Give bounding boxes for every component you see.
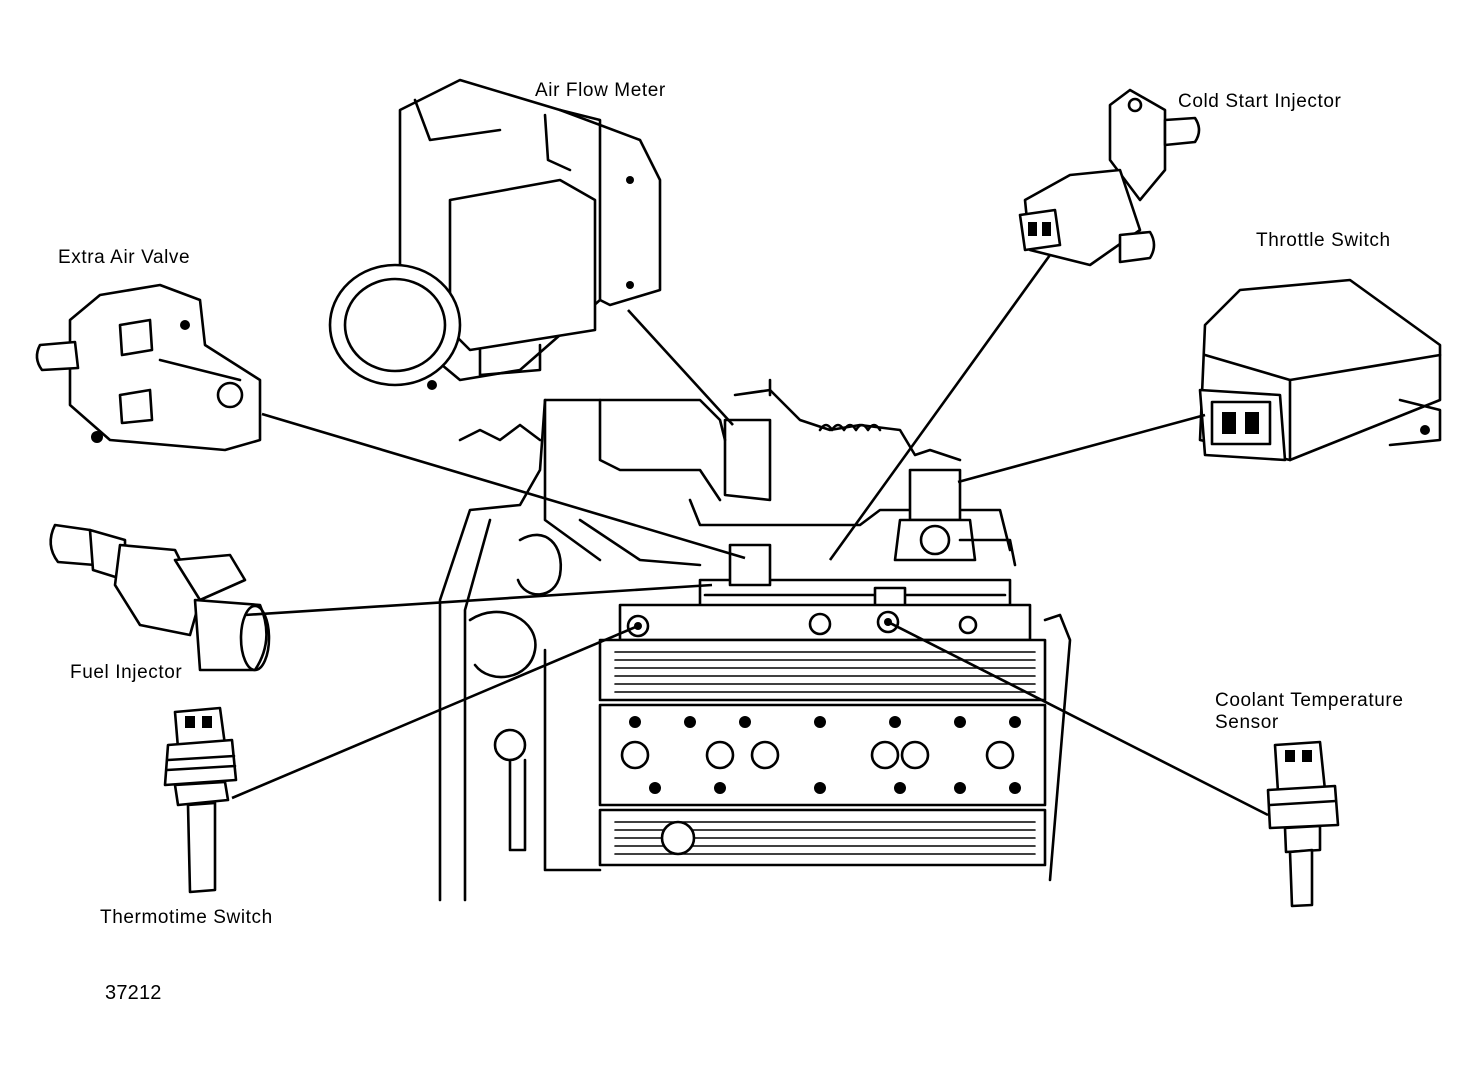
air-flow-meter-drawing <box>328 78 662 390</box>
leader-throttle-switch <box>957 413 1206 484</box>
label-fuel-injector: Fuel Injector <box>70 662 183 683</box>
coolant-temperature-sensor-drawing <box>1266 740 1340 908</box>
leader-fuel-injector <box>244 583 713 617</box>
label-thermotime-switch: Thermotime Switch <box>100 907 273 928</box>
leader-extra-air-valve <box>261 412 746 560</box>
leader-air-flow-meter <box>627 309 734 426</box>
label-extra-air-valve: Extra Air Valve <box>58 247 191 268</box>
leader-coolant-temperature-sensor <box>887 620 1269 817</box>
leader-thermotime-switch <box>231 624 639 800</box>
label-throttle-switch: Throttle Switch <box>1256 230 1391 251</box>
engine-block-drawing <box>438 378 1072 902</box>
figure-number: 37212 <box>105 982 162 1004</box>
head-bolts <box>620 716 1021 794</box>
cold-start-injector-drawing <box>1018 88 1201 267</box>
extra-air-valve-drawing <box>35 283 262 452</box>
thermotime-switch-drawing <box>163 706 238 894</box>
label-coolant-temperature-sensor-line2: Sensor <box>1215 712 1279 733</box>
leader-lines <box>231 254 1269 817</box>
label-cold-start-injector: Cold Start Injector <box>1178 91 1342 112</box>
label-coolant-temperature-sensor-line1: Coolant Temperature <box>1215 690 1404 711</box>
label-air-flow-meter: Air Flow Meter <box>535 80 666 101</box>
fuel-injector-drawing <box>49 523 271 672</box>
throttle-switch-drawing <box>1198 278 1442 462</box>
leader-cold-start-injector <box>828 254 1052 561</box>
